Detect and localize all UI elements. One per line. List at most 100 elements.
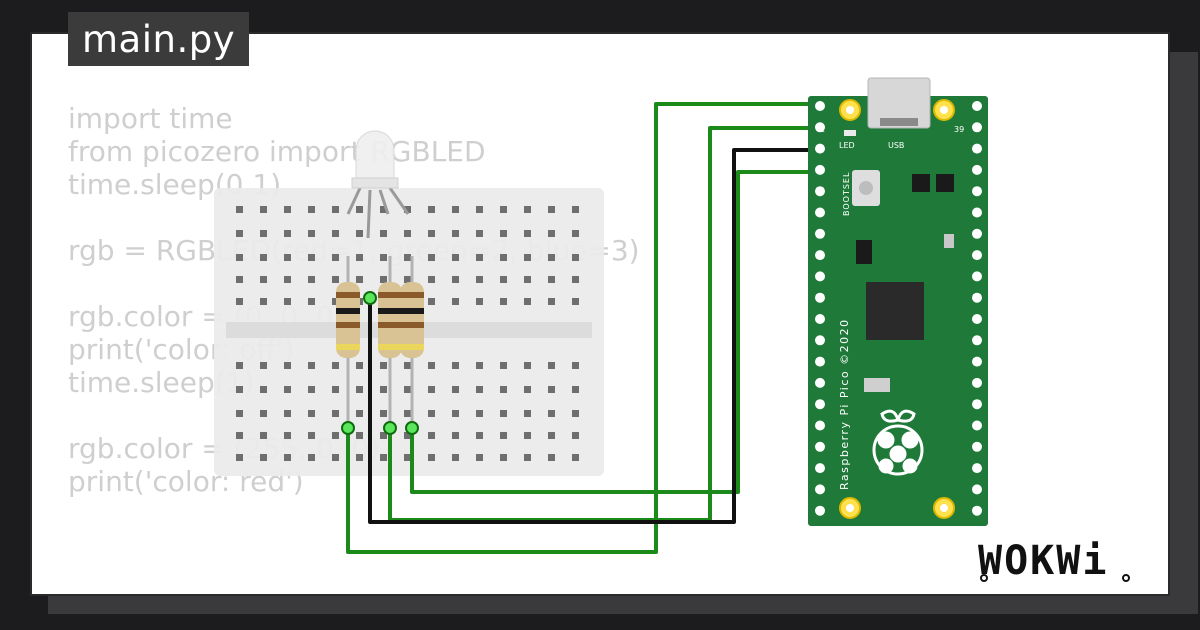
pico-pin[interactable] <box>972 463 982 474</box>
breadboard-hole[interactable] <box>236 386 243 393</box>
breadboard-hole[interactable] <box>308 432 315 439</box>
breadboard-hole[interactable] <box>260 254 267 261</box>
pico-pin[interactable] <box>972 122 982 133</box>
breadboard-hole[interactable] <box>572 386 579 393</box>
breadboard-hole[interactable] <box>476 298 483 305</box>
breadboard-hole[interactable] <box>572 410 579 417</box>
breadboard-hole[interactable] <box>332 362 339 369</box>
breadboard-hole[interactable] <box>548 454 555 461</box>
breadboard-hole[interactable] <box>284 432 291 439</box>
breadboard-hole[interactable] <box>308 298 315 305</box>
breadboard-hole[interactable] <box>500 254 507 261</box>
breadboard-hole[interactable] <box>236 230 243 237</box>
breadboard-hole[interactable] <box>284 454 291 461</box>
breadboard-hole[interactable] <box>260 454 267 461</box>
pico-pin[interactable] <box>815 271 825 282</box>
breadboard-hole[interactable] <box>524 410 531 417</box>
breadboard-hole[interactable] <box>308 230 315 237</box>
breadboard-hole[interactable] <box>428 206 435 213</box>
pico-pin[interactable] <box>815 207 825 218</box>
breadboard-hole[interactable] <box>548 230 555 237</box>
breadboard-hole[interactable] <box>380 276 387 283</box>
breadboard-hole[interactable] <box>236 254 243 261</box>
breadboard-hole[interactable] <box>404 386 411 393</box>
pico-pin[interactable] <box>815 377 825 388</box>
pico-pin[interactable] <box>815 250 825 261</box>
breadboard-hole[interactable] <box>308 254 315 261</box>
breadboard-hole[interactable] <box>332 410 339 417</box>
breadboard-hole[interactable] <box>500 362 507 369</box>
breadboard-hole[interactable] <box>476 386 483 393</box>
breadboard-hole[interactable] <box>428 386 435 393</box>
breadboard-hole[interactable] <box>356 276 363 283</box>
breadboard-hole[interactable] <box>404 410 411 417</box>
breadboard-hole[interactable] <box>524 362 531 369</box>
breadboard-hole[interactable] <box>404 362 411 369</box>
breadboard-hole[interactable] <box>260 206 267 213</box>
breadboard-hole[interactable] <box>500 410 507 417</box>
breadboard-hole[interactable] <box>428 362 435 369</box>
pico-pin[interactable] <box>815 101 825 111</box>
breadboard-hole[interactable] <box>260 362 267 369</box>
breadboard-hole[interactable] <box>428 230 435 237</box>
pico-pin[interactable] <box>815 122 825 133</box>
breadboard-hole[interactable] <box>260 276 267 283</box>
breadboard-hole[interactable] <box>548 298 555 305</box>
breadboard-hole[interactable] <box>284 276 291 283</box>
breadboard-hole[interactable] <box>548 362 555 369</box>
breadboard-hole[interactable] <box>236 298 243 305</box>
breadboard-hole[interactable] <box>452 432 459 439</box>
breadboard-hole[interactable] <box>260 230 267 237</box>
pico-pin[interactable] <box>815 356 825 367</box>
pico-pin[interactable] <box>972 271 982 282</box>
breadboard-hole[interactable] <box>524 386 531 393</box>
resistor-green[interactable] <box>378 256 402 430</box>
breadboard-hole[interactable] <box>236 276 243 283</box>
pico-pin[interactable] <box>815 292 825 303</box>
breadboard-hole[interactable] <box>356 254 363 261</box>
breadboard-hole[interactable] <box>524 206 531 213</box>
breadboard-hole[interactable] <box>428 254 435 261</box>
pico-pin[interactable] <box>815 505 825 516</box>
pico-pin[interactable] <box>972 292 982 303</box>
breadboard-hole[interactable] <box>380 386 387 393</box>
breadboard-hole[interactable] <box>356 362 363 369</box>
breadboard-hole[interactable] <box>236 454 243 461</box>
breadboard-hole[interactable] <box>380 362 387 369</box>
breadboard-hole[interactable] <box>548 386 555 393</box>
breadboard-hole[interactable] <box>524 454 531 461</box>
breadboard-hole[interactable] <box>572 454 579 461</box>
breadboard-hole[interactable] <box>332 276 339 283</box>
pico-pin[interactable] <box>972 484 982 495</box>
breadboard-hole[interactable] <box>500 206 507 213</box>
breadboard-hole[interactable] <box>260 298 267 305</box>
file-tab[interactable]: main.py <box>68 12 250 66</box>
pico-pin[interactable] <box>815 484 825 495</box>
pico-pin[interactable] <box>972 143 982 154</box>
pico-pin[interactable] <box>972 399 982 410</box>
breadboard-hole[interactable] <box>284 254 291 261</box>
breadboard-hole[interactable] <box>284 206 291 213</box>
breadboard-hole[interactable] <box>308 454 315 461</box>
breadboard-hole[interactable] <box>380 454 387 461</box>
breadboard-hole[interactable] <box>236 362 243 369</box>
breadboard-hole[interactable] <box>452 230 459 237</box>
breadboard-hole[interactable] <box>572 276 579 283</box>
breadboard-hole[interactable] <box>524 298 531 305</box>
pico-pin[interactable] <box>815 164 825 175</box>
breadboard-hole[interactable] <box>308 386 315 393</box>
breadboard-hole[interactable] <box>332 206 339 213</box>
breadboard-hole[interactable] <box>452 454 459 461</box>
breadboard-hole[interactable] <box>428 410 435 417</box>
breadboard-hole[interactable] <box>356 230 363 237</box>
pico-pin[interactable] <box>815 399 825 410</box>
pico-pin[interactable] <box>972 505 982 516</box>
breadboard-hole[interactable] <box>404 276 411 283</box>
breadboard-hole[interactable] <box>572 432 579 439</box>
pico-pin[interactable] <box>972 101 982 111</box>
breadboard-hole[interactable] <box>524 276 531 283</box>
breadboard-hole[interactable] <box>476 276 483 283</box>
breadboard-hole[interactable] <box>476 254 483 261</box>
breadboard-hole[interactable] <box>476 230 483 237</box>
breadboard-hole[interactable] <box>476 362 483 369</box>
